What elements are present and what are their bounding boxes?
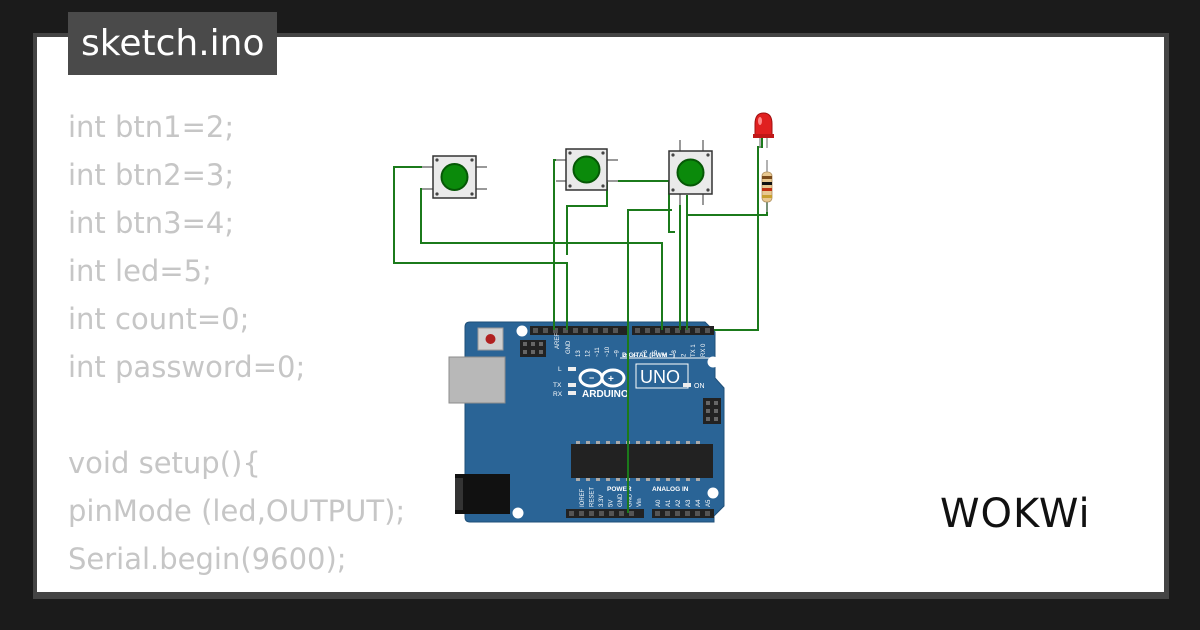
l-led-label: L <box>558 366 562 373</box>
header-analog <box>652 509 714 518</box>
pin-label: ~10 <box>605 346 611 357</box>
pin-label: 13 <box>576 350 582 357</box>
pin-label: 2 <box>682 353 688 357</box>
pin-label: 3.3V <box>599 495 605 507</box>
pin-label: ~3 <box>672 349 678 357</box>
pin-label: 5V <box>609 500 615 507</box>
brand-label: ARDUINO <box>582 389 629 400</box>
code-line: pinMode (btn1,INPUT); <box>68 583 405 592</box>
wire <box>687 202 768 216</box>
button-cap <box>676 158 705 187</box>
aref-label: AREF <box>555 333 561 349</box>
button-cap <box>572 155 601 184</box>
pushbutton-3 <box>668 140 713 205</box>
pin-label: RX 0 <box>701 343 707 357</box>
power-jack <box>455 474 510 514</box>
pin-label: ~6 <box>643 349 649 357</box>
arduino-infinity-logo <box>578 368 626 388</box>
header-top-right <box>632 326 714 335</box>
pin-label: A0 <box>656 499 662 507</box>
tx-led-label: TX <box>553 382 562 389</box>
gnd-label: GND <box>566 340 572 354</box>
code-line: int btn1=2; <box>68 110 235 144</box>
pin-label: 4 <box>662 353 668 357</box>
code-line: int led=5; <box>68 254 212 288</box>
pin-label: 12 <box>586 350 592 357</box>
svg-text:−: − <box>589 373 594 383</box>
pin-label: GND <box>618 493 624 507</box>
header-top-left <box>530 326 628 335</box>
wire <box>420 188 663 330</box>
pin-label: A1 <box>666 499 672 507</box>
code-line: int count=0; <box>68 302 250 336</box>
preview-card: int btn1=2; int btn2=3; int btn3=4; int led… <box>37 37 1164 592</box>
pin-label: A4 <box>696 499 702 507</box>
code-line: pinMode (led,OUTPUT); <box>68 494 406 528</box>
code-line: void setup(){ <box>68 446 261 480</box>
wire <box>627 209 672 513</box>
code-line: int btn2=3; <box>68 158 235 192</box>
rx-led-label: RX <box>553 391 563 398</box>
resistor <box>761 160 773 212</box>
wokwi-logo: WOKWi <box>940 491 1091 537</box>
pin-label: ~5 <box>653 349 659 357</box>
pin-label: IOREF <box>580 488 586 507</box>
usb-port <box>448 356 506 404</box>
power-header-label: POWER <box>607 486 632 493</box>
pin-label: TX 1 <box>691 344 697 357</box>
pin-label: Vin <box>637 498 643 507</box>
wokwi-logo-text: WOKWi <box>940 491 1091 537</box>
pin-label: 7 <box>634 353 640 357</box>
pushbutton-1 <box>422 155 487 199</box>
wire <box>393 166 568 330</box>
pin-label: A3 <box>686 499 692 507</box>
code-line: int btn3=4; <box>68 206 235 240</box>
pin-label: A2 <box>676 499 682 507</box>
header-power <box>566 509 644 518</box>
pin-label: RESET <box>590 487 596 507</box>
pin-label: A5 <box>706 499 712 507</box>
atmega-chip <box>571 444 713 478</box>
on-label: ON <box>694 383 705 390</box>
pin-label: ~9 <box>614 349 620 357</box>
arduino-uno-board: DIGITAL (PWM ~) AREF GND L TX RX − + ARD… <box>448 321 725 523</box>
red-led <box>753 112 774 148</box>
digital-header-label: DIGITAL (PWM ~) <box>622 352 675 359</box>
sketch-title: sketch.ino <box>68 12 278 75</box>
pushbutton-2 <box>556 148 618 191</box>
model-label: UNO <box>640 367 680 387</box>
code-line: Serial.begin(9600); <box>68 542 347 576</box>
wire <box>668 181 675 233</box>
analog-header-label: ANALOG IN <box>652 486 689 493</box>
code-line: int password=0; <box>68 350 306 384</box>
button-cap <box>440 163 469 191</box>
wire <box>714 138 763 331</box>
svg-text:+: + <box>608 374 614 385</box>
pin-label: GND <box>628 493 634 507</box>
code-preview: int btn1=2; int btn2=3; int btn3=4; int led… <box>68 103 405 592</box>
wire <box>566 181 608 255</box>
wire <box>553 159 567 330</box>
pin-label: ~11 <box>595 347 601 357</box>
